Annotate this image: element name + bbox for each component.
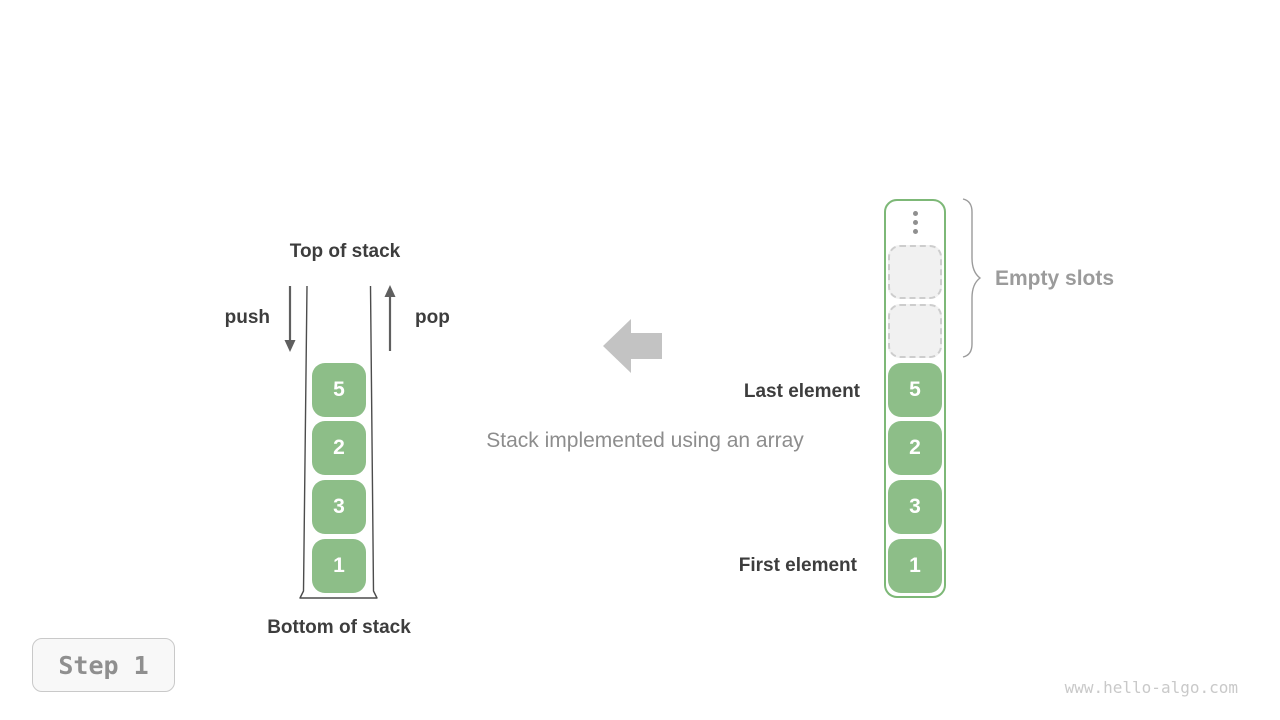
empty-slot <box>888 245 942 299</box>
last-element-label: Last element <box>743 381 860 402</box>
array-cell: 1 <box>888 539 942 593</box>
top-of-stack-label: Top of stack <box>289 241 401 262</box>
pop-label: pop <box>415 307 450 328</box>
watermark-url: www.hello-algo.com <box>1064 678 1238 697</box>
array-cell: 3 <box>888 480 942 534</box>
empty-slots-label: Empty slots <box>995 267 1115 290</box>
push-down-arrow-icon <box>284 286 296 352</box>
step-badge: Step 1 <box>32 638 175 692</box>
stack-cell: 3 <box>312 480 366 534</box>
pop-up-arrow-icon <box>384 285 396 351</box>
vertical-ellipsis-icon <box>913 211 918 238</box>
push-label: push <box>224 307 270 328</box>
block-arrow-left-icon <box>603 319 662 373</box>
stack-cell: 5 <box>312 363 366 417</box>
array-cell: 5 <box>888 363 942 417</box>
array-cell: 2 <box>888 421 942 475</box>
empty-slots-brace-icon <box>962 198 982 358</box>
first-element-label: First element <box>738 555 857 576</box>
stack-cell: 2 <box>312 421 366 475</box>
diagram-caption: Stack implemented using an array <box>486 429 804 452</box>
empty-slot <box>888 304 942 358</box>
bottom-of-stack-label: Bottom of stack <box>267 617 411 638</box>
stack-cell: 1 <box>312 539 366 593</box>
